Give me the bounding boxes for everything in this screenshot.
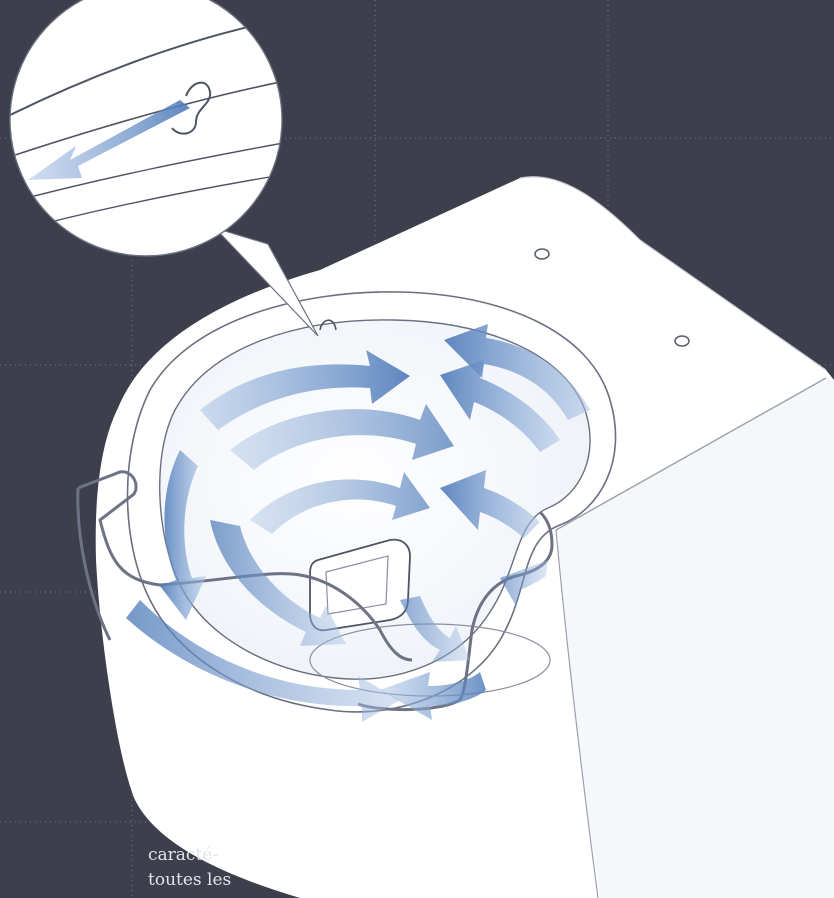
- caption-line-2: toutes les: [148, 871, 231, 890]
- caption-line-1: caracté-: [148, 846, 218, 865]
- zoom-detail: [0, 0, 300, 256]
